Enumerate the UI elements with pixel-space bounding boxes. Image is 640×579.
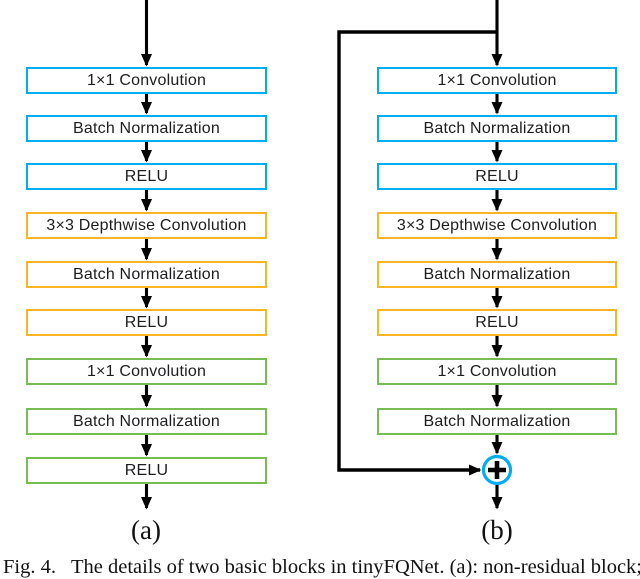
layer-box-1x1-conv: 1×1 Convolution [26, 67, 267, 94]
layer-box-1x1-conv: 1×1 Convolution [377, 358, 617, 385]
layer-box-relu: RELU [26, 457, 267, 484]
layer-box-relu: RELU [26, 163, 267, 190]
layer-box-relu: RELU [377, 309, 617, 336]
add-circle [481, 454, 513, 486]
skip-connection-line [337, 30, 497, 476]
layer-box-batchnorm: Batch Normalization [377, 408, 617, 435]
layer-box-batchnorm: Batch Normalization [26, 408, 267, 435]
layer-box-relu: RELU [26, 309, 267, 336]
layer-box-relu: RELU [377, 163, 617, 190]
layer-box-depthwise-conv: 3×3 Depthwise Convolution [26, 212, 267, 239]
layer-box-batchnorm: Batch Normalization [377, 261, 617, 288]
layer-box-1x1-conv: 1×1 Convolution [377, 67, 617, 94]
layer-box-depthwise-conv: 3×3 Depthwise Convolution [377, 212, 617, 239]
layer-box-batchnorm: Batch Normalization [26, 115, 267, 142]
layer-box-batchnorm: Batch Normalization [377, 115, 617, 142]
figure-caption: Fig. 4. The details of two basic blocks … [3, 556, 640, 578]
sublabel-a: (a) [131, 515, 161, 545]
layer-box-1x1-conv: 1×1 Convolution [26, 358, 267, 385]
layer-box-batchnorm: Batch Normalization [26, 261, 267, 288]
sublabel-b: (b) [481, 515, 513, 545]
